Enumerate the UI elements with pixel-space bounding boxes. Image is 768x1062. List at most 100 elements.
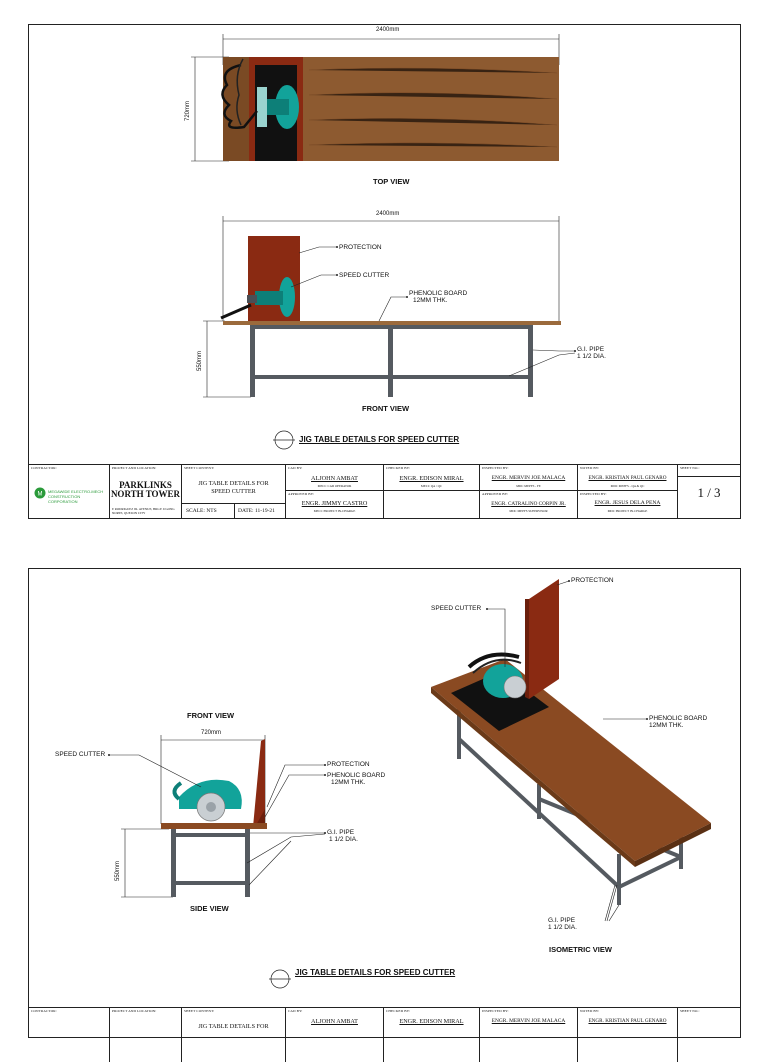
inspected-name: ENGR. MERVIN JOE MALACA — [491, 475, 566, 481]
checked-cell: CHECKED BY: ENGR. EDISON MIRAL MECC QA /… — [383, 465, 479, 519]
front-view-drawing — [203, 216, 576, 450]
sheet-content-1-2: JIG TABLE DETAILS FOR — [198, 1023, 269, 1030]
sheet-number: 1 / 3 — [697, 485, 721, 500]
inspected-header-2: INSPECTED BY: — [482, 1009, 509, 1013]
project-header: PROJECT AND LOCATION: — [112, 466, 157, 470]
sheet-content-header: SHEET CONTENT: — [184, 466, 215, 470]
contractor-cell-2: CONTRACTOR: — [29, 1008, 109, 1062]
top-view-depth-dim: 720mm — [185, 100, 191, 121]
project-location: E RODRIGUEZ JR. AVENUE, BRGY. UGONG NORT… — [112, 507, 175, 515]
project-header-2: PROJECT AND LOCATION: — [112, 1009, 157, 1013]
project-cell: PROJECT AND LOCATION: PARKLINKS NORTH TO… — [109, 465, 181, 519]
checked-role: MECC QA / QC — [420, 484, 443, 488]
label-gi-pipe: G.I. PIPE — [577, 346, 605, 353]
drawing-sheet-2: FRONT VIEW 720mm 550mm SPEED CUTTER PROT… — [28, 568, 741, 1062]
s2-label-protection: PROTECTION — [327, 761, 370, 768]
noted-name: ENGR. KRISTIAN PAUL GENARO — [588, 475, 667, 481]
company-name-1: MEGAWIDE ELECTRO-MECH — [48, 489, 104, 494]
sheet2-height-dim: 550mm — [115, 860, 121, 881]
approved-role: MECC PROJECT IN-CHARGE — [313, 509, 356, 513]
sheet2-front-view-title: FRONT VIEW — [187, 711, 235, 720]
front-view-height-dim: 550mm — [197, 350, 203, 371]
sheet1-caption: JIG TABLE DETAILS FOR SPEED CUTTER — [299, 435, 460, 444]
title-block: CONTRACTOR: M MEGAWIDE ELECTRO-MECH CONS… — [29, 464, 740, 519]
scale-value: SCALE: NTS — [186, 508, 217, 514]
approved2-header: APPROVED BY: — [482, 492, 509, 496]
sheet-content-cell: SHEET CONTENT: JIG TABLE DETAILS FOR SPE… — [181, 465, 285, 519]
project-name-2: NORTH TOWER — [110, 489, 181, 499]
label-phenolic-thickness: 12MM THK. — [413, 297, 448, 304]
top-view-width-dim: 2400mm — [376, 27, 400, 33]
project-name-1: PARKLINKS — [119, 480, 172, 490]
cad-name: ALJOHN AMBAT — [311, 475, 358, 482]
inspected-role: MDC MEPFS - FE — [516, 484, 541, 488]
side-view-title: SIDE VIEW — [190, 904, 229, 913]
isometric-view-drawing — [431, 579, 711, 922]
approved2-role: MDC MEPFS SUPERVISOR — [509, 509, 548, 513]
contractor-header-2: CONTRACTOR: — [31, 1009, 57, 1013]
iso-label-phenolic-board: PHENOLIC BOARD — [649, 715, 708, 722]
cad-cell-2: CAD BY: ALJOHN AMBAT — [285, 1008, 383, 1062]
inspected-header: INSPECTED BY: — [482, 466, 509, 470]
isometric-view-title: ISOMETRIC VIEW — [549, 945, 612, 954]
sheet-content-cell-2: SHEET CONTENT: JIG TABLE DETAILS FOR — [181, 1008, 285, 1062]
front-view-title: FRONT VIEW — [362, 404, 410, 413]
label-gi-pipe-dia: 1 1/2 DIA. — [577, 353, 606, 360]
sheet-content-1: JIG TABLE DETAILS FOR — [198, 480, 269, 487]
sheet2-width-dim: 720mm — [201, 730, 222, 736]
sheet-number-cell-2: SHEET NO.: — [677, 1008, 740, 1062]
checked-cell-2: CHECKED BY: ENGR. EDISON MIRAL — [383, 1008, 479, 1062]
iso-label-protection: PROTECTION — [571, 577, 614, 584]
cad-name-2: ALJOHN AMBAT — [311, 1018, 358, 1025]
label-protection: PROTECTION — [339, 244, 382, 251]
checked-name: ENGR. EDISON MIRAL — [399, 475, 464, 482]
contractor-cell: CONTRACTOR: M MEGAWIDE ELECTRO-MECH CONS… — [29, 465, 109, 519]
approved-name: ENGR. JIMMY CASTRO — [301, 500, 368, 507]
cad-role: MECC CAD OPERATOR — [317, 484, 352, 488]
noted-cell-2: NOTED BY: ENGR. KRISTIAN PAUL GENARO — [577, 1008, 677, 1062]
contractor-header: CONTRACTOR: — [31, 466, 57, 470]
noted-header: NOTED BY: — [580, 466, 600, 470]
checked-header: CHECKED BY: — [386, 466, 411, 470]
iso-label-phenolic-thickness: 12MM THK. — [649, 722, 684, 729]
s2-label-gi-pipe: G.I. PIPE — [327, 829, 355, 836]
noted-header-2: NOTED BY: — [580, 1009, 600, 1013]
inspected2-name: ENGR. JESUS DELA PENA — [594, 500, 661, 506]
sheet1-drawing — [191, 34, 576, 450]
approved2-name: ENGR. CATRALINO CORPIN JR. — [491, 501, 566, 507]
top-view-drawing — [191, 34, 560, 162]
sheet-number-header: SHEET NO.: — [680, 466, 700, 470]
drawing-sheet-1: 2400mm 720mm TOP VIEW 2400mm 550mm PROTE… — [28, 24, 741, 519]
iso-label-gi-pipe: G.I. PIPE — [548, 917, 576, 924]
project-cell-2: PROJECT AND LOCATION: — [109, 1008, 181, 1062]
checked-header-2: CHECKED BY: — [386, 1009, 411, 1013]
label-phenolic-board: PHENOLIC BOARD — [409, 290, 468, 297]
inspected-name-2: ENGR. MERVIN JOE MALACA — [491, 1018, 566, 1024]
iso-label-gi-pipe-dia: 1 1/2 DIA. — [548, 924, 577, 931]
company-logo: M — [34, 487, 46, 499]
sheet2-caption: JIG TABLE DETAILS FOR SPEED CUTTER — [295, 968, 456, 977]
sheet2-drawing — [108, 579, 711, 989]
s2-label-phenolic-board: PHENOLIC BOARD — [327, 772, 386, 779]
inspected-cell: INSPECTED BY: ENGR. MERVIN JOE MALACA MD… — [479, 465, 577, 519]
top-view-title: TOP VIEW — [373, 177, 410, 186]
front-view-width-dim: 2400mm — [376, 211, 400, 217]
s2-label-speed-cutter: SPEED CUTTER — [55, 751, 106, 758]
s2-label-phenolic-thickness: 12MM THK. — [331, 779, 366, 786]
company-name-2: CONSTRUCTION CORPORATION — [48, 494, 81, 504]
svg-text:M: M — [38, 492, 43, 498]
date-value: DATE: 11-19-21 — [238, 508, 275, 514]
inspected2-role: MDC PROJECT IN-CHARGE — [607, 509, 648, 513]
checked-name-2: ENGR. EDISON MIRAL — [399, 1018, 464, 1025]
cad-header-2: CAD BY: — [288, 1009, 303, 1013]
inspected2-header: INSPECTED BY: — [580, 492, 607, 496]
iso-label-speed-cutter: SPEED CUTTER — [431, 605, 482, 612]
sheet-number-header-2: SHEET NO.: — [680, 1009, 700, 1013]
label-speed-cutter: SPEED CUTTER — [339, 272, 390, 279]
noted-cell: NOTED BY: ENGR. KRISTIAN PAUL GENARO MDC… — [577, 465, 677, 519]
cad-header: CAD BY: — [288, 466, 303, 470]
sheet-number-cell: SHEET NO.: 1 / 3 — [677, 465, 740, 519]
noted-name-2: ENGR. KRISTIAN PAUL GENARO — [588, 1018, 667, 1024]
sheet-content-2: SPEED CUTTER — [211, 488, 256, 495]
cad-approved-cell: CAD BY: ALJOHN AMBAT MECC CAD OPERATOR A… — [285, 465, 383, 519]
